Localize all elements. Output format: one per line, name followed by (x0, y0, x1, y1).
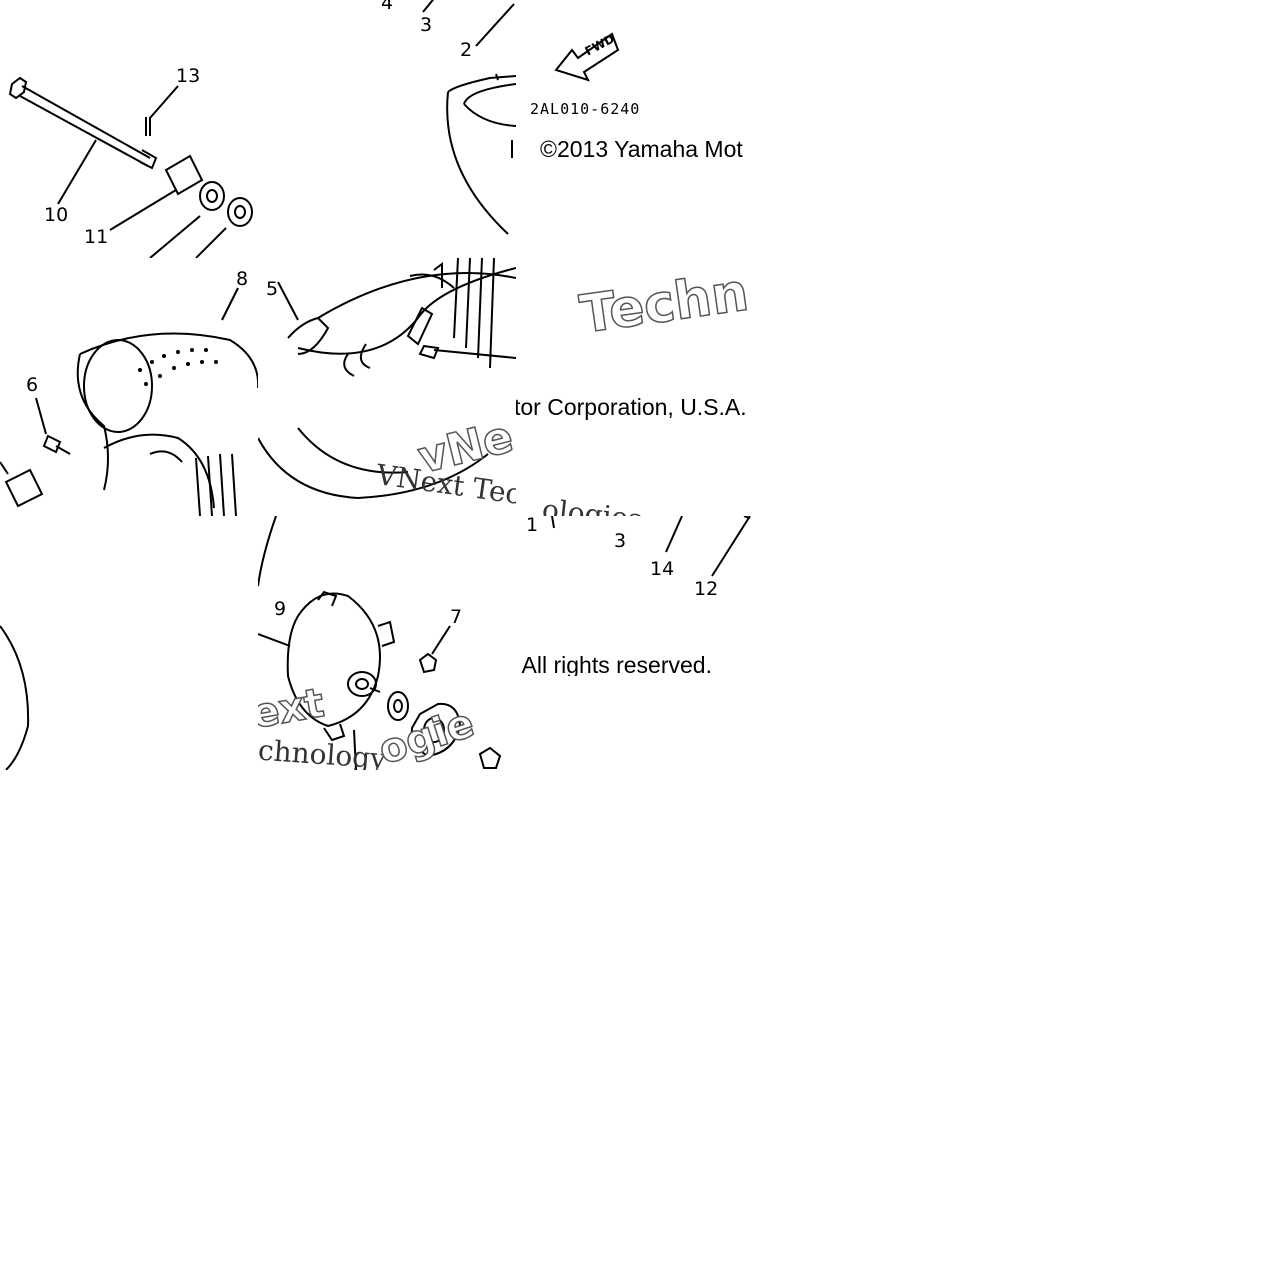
callout-5: 5 (266, 278, 279, 300)
callout-4: 4 (381, 0, 394, 14)
callout-3: 3 (420, 14, 433, 36)
copyright-line-3: . All rights reserved. (516, 652, 712, 676)
tile-axle-parts: 13 10 11 (0, 0, 258, 258)
axle-drawing (8, 76, 253, 258)
tile-hub: 9 7 ext chnology ogie (258, 516, 516, 770)
tile-wheel-rim: 8 6 (0, 258, 258, 516)
callout-6: 6 (26, 374, 39, 396)
callout-7: 7 (450, 606, 463, 628)
callout-11: 11 (84, 226, 109, 248)
fwd-arrow-icon (554, 32, 620, 82)
wheel-edge-drawing (0, 625, 30, 770)
tile-callouts-copyright: 1 3 14 12 . All rights reserved. (516, 516, 774, 676)
tile-wheel-edge (0, 516, 258, 770)
callout-2: 2 (460, 39, 473, 61)
callout-10: 10 (44, 204, 69, 226)
leader-lines (551, 516, 751, 577)
watermark-techn: Techn (576, 262, 753, 346)
callout-12: 12 (694, 578, 719, 600)
callout-13: 13 (176, 65, 201, 87)
callout-14: 14 (650, 558, 675, 580)
hub-drawing (258, 516, 502, 770)
callout-9: 9 (274, 598, 287, 620)
callout-3-lower: 3 (614, 530, 627, 552)
watermark-ologies: ologies (540, 492, 644, 516)
copyright-line-2: tor Corporation, U.S.A. (516, 394, 747, 420)
tile-fender: 4 3 2 (258, 0, 516, 258)
callout-1: 1 (526, 516, 539, 536)
fender-drawing (422, 0, 516, 235)
wheel-front-drawing (258, 258, 516, 500)
tile-fwd-code: FWD 2AL010-6240 ©2013 Yamaha Mot (516, 0, 774, 258)
part-code: 2AL010-6240 (530, 100, 641, 118)
tile-wheel-front: 5 VNext Tec vNe (258, 258, 516, 516)
copyright-line-1: ©2013 Yamaha Mot (540, 136, 743, 162)
tile-watermark-copyright: Techn tor Corporation, U.S.A. ologies (516, 258, 774, 516)
callout-8: 8 (236, 268, 249, 290)
wheel-rim-drawing (0, 287, 258, 516)
